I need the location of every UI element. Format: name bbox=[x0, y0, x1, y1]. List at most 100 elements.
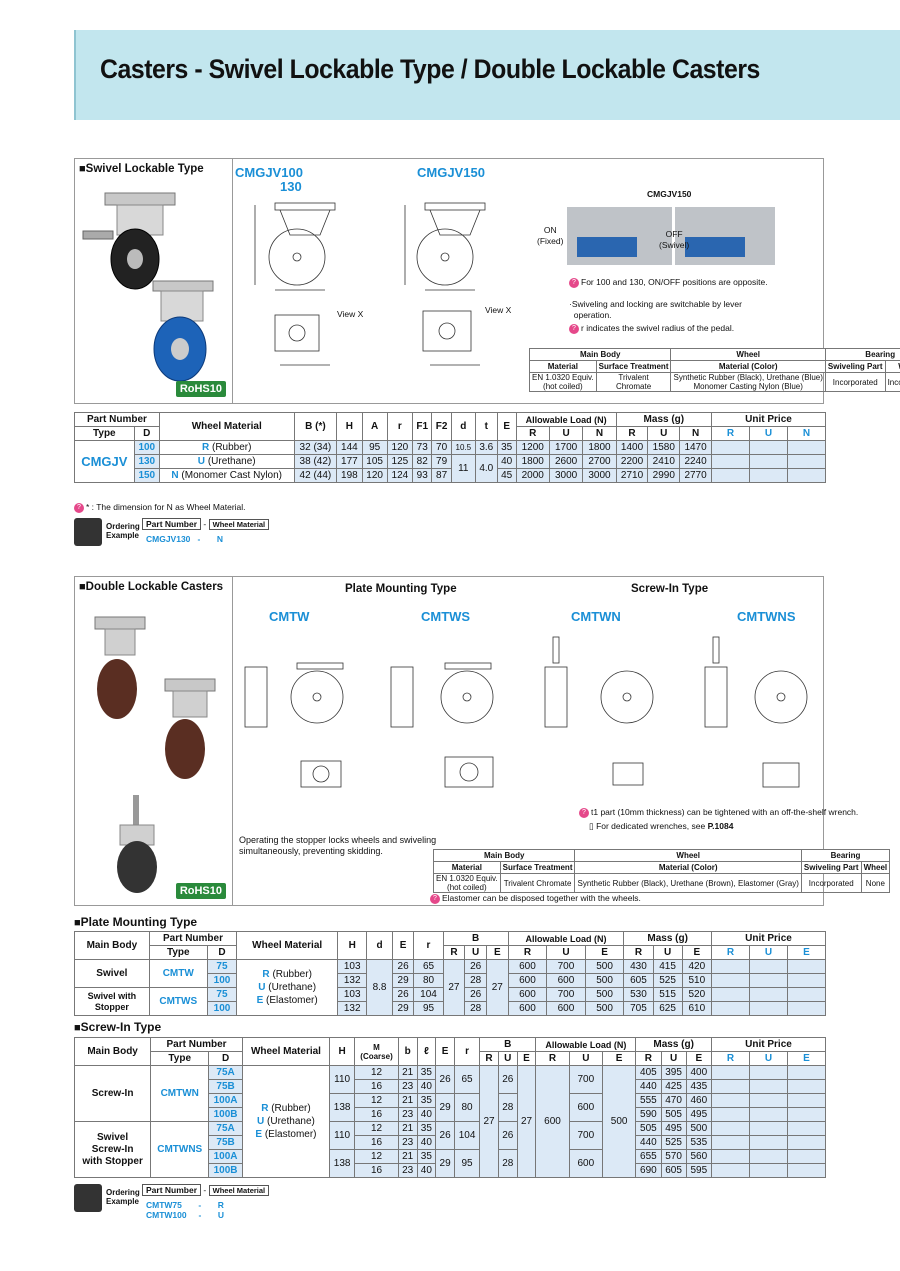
price-cell[interactable] bbox=[711, 1149, 750, 1164]
price-cell[interactable] bbox=[787, 1135, 826, 1150]
price-cell[interactable] bbox=[787, 1065, 826, 1080]
price-cell[interactable] bbox=[711, 1121, 750, 1136]
ord-ex-pn: CMGJV130 bbox=[146, 534, 191, 544]
cell: 2240 bbox=[679, 454, 712, 469]
rohs-badge-2: RoHS10 bbox=[175, 883, 226, 899]
price-cell[interactable] bbox=[749, 973, 788, 988]
h-t: t bbox=[474, 412, 498, 441]
note-wrench-page[interactable]: P.1084 bbox=[707, 821, 734, 831]
cell: 420 bbox=[681, 959, 713, 974]
price-cell[interactable] bbox=[711, 1135, 750, 1150]
price-cell[interactable] bbox=[711, 973, 750, 988]
cell: 26 bbox=[435, 1065, 455, 1094]
price-cell[interactable] bbox=[787, 1093, 826, 1108]
price-cell[interactable] bbox=[711, 440, 750, 455]
cell: 65 bbox=[453, 1065, 481, 1094]
price-cell[interactable] bbox=[787, 959, 826, 974]
cell: 29 bbox=[435, 1149, 455, 1178]
price-cell[interactable] bbox=[711, 454, 750, 469]
p-h-m-e: E bbox=[681, 945, 713, 960]
h-b: B (*) bbox=[293, 412, 338, 441]
cell: 45 bbox=[496, 468, 517, 483]
s-wm-e-txt: (Elastomer) bbox=[264, 1129, 317, 1140]
price-cell[interactable] bbox=[711, 468, 750, 483]
price-cell[interactable] bbox=[711, 1065, 750, 1080]
price-cell[interactable] bbox=[749, 1149, 788, 1164]
price-cell[interactable] bbox=[787, 973, 826, 988]
wm-u-text: (Urethane) bbox=[207, 456, 256, 467]
p-h-b: B bbox=[442, 931, 509, 946]
price-cell[interactable] bbox=[711, 987, 750, 1002]
s-h-l-e: E bbox=[601, 1051, 637, 1066]
section-label: Swivel Lockable Type bbox=[79, 163, 204, 175]
price-cell[interactable] bbox=[787, 1163, 826, 1178]
double-lockable-panel: Double Lockable Casters RoHS10 Plate Mou… bbox=[74, 576, 891, 906]
price-cell[interactable] bbox=[711, 1163, 750, 1178]
cell-d: 75B bbox=[208, 1079, 243, 1094]
cell: 73 bbox=[411, 440, 433, 455]
cell-e-shared: 40 bbox=[496, 454, 517, 469]
cell: 415 bbox=[652, 959, 683, 974]
model-cmtwn: CMTWN bbox=[571, 609, 621, 624]
price-cell[interactable] bbox=[787, 1001, 826, 1016]
price-cell[interactable] bbox=[711, 959, 750, 974]
ord2-ex1-dash: - bbox=[198, 1200, 202, 1210]
table-row: 130 U (Urethane) 38 (42) 177 105 125 82 … bbox=[74, 454, 826, 483]
cell-d: 100B bbox=[208, 1163, 243, 1178]
price-cell[interactable] bbox=[749, 1163, 788, 1178]
p-h-type: Type bbox=[148, 945, 208, 960]
h-price-n: N bbox=[787, 426, 826, 441]
price-cell[interactable] bbox=[749, 468, 788, 483]
price-cell[interactable] bbox=[749, 1135, 788, 1150]
price-cell[interactable] bbox=[749, 1001, 788, 1016]
s-wheel-materials: R (Rubber) U (Urethane) E (Elastomer) bbox=[241, 1065, 331, 1178]
price-cell[interactable] bbox=[787, 468, 826, 483]
section-label-2: Double Lockable Casters bbox=[79, 581, 223, 593]
price-cell[interactable] bbox=[749, 959, 788, 974]
price-cell[interactable] bbox=[787, 1121, 826, 1136]
s-h-b-u: U bbox=[497, 1051, 518, 1066]
page-title: Casters - Swivel Lockable Type / Double … bbox=[100, 54, 760, 84]
cell: 1200 bbox=[515, 440, 550, 455]
cell: 110 bbox=[329, 1121, 356, 1150]
note-radius: ?r indicates the swivel radius of the pe… bbox=[569, 323, 734, 334]
price-cell[interactable] bbox=[711, 1079, 750, 1094]
cell: 103 bbox=[337, 987, 368, 1002]
mat-bear1: Incorporated bbox=[824, 372, 886, 392]
model-label-cmgjv150: CMGJV150 bbox=[417, 165, 485, 180]
cell: 530 bbox=[623, 987, 654, 1002]
price-cell[interactable] bbox=[787, 440, 826, 455]
price-cell[interactable] bbox=[787, 1149, 826, 1164]
price-cell[interactable] bbox=[749, 440, 788, 455]
s-h-load: Allowable Load (N) bbox=[535, 1037, 637, 1052]
cell: 125 bbox=[386, 454, 414, 469]
cell: 21 bbox=[397, 1121, 418, 1136]
tip-icon: ? bbox=[430, 893, 440, 904]
price-cell[interactable] bbox=[711, 1093, 750, 1108]
price-cell[interactable] bbox=[787, 987, 826, 1002]
p-h-p-e: E bbox=[787, 945, 826, 960]
cell: 605 bbox=[660, 1163, 687, 1178]
footnote-s1: ?* : The dimension for N as Wheel Materi… bbox=[74, 502, 246, 513]
s-h-h: H bbox=[329, 1037, 356, 1066]
price-cell[interactable] bbox=[711, 1107, 750, 1122]
price-cell[interactable] bbox=[711, 1001, 750, 1016]
cell: 105 bbox=[361, 454, 388, 469]
price-cell[interactable] bbox=[749, 1121, 788, 1136]
price-cell[interactable] bbox=[749, 1107, 788, 1122]
price-cell[interactable] bbox=[749, 1065, 788, 1080]
price-cell[interactable] bbox=[749, 1079, 788, 1094]
ord-dash: - bbox=[203, 519, 207, 529]
price-cell[interactable] bbox=[749, 454, 788, 469]
price-cell[interactable] bbox=[787, 454, 826, 469]
cell: 440 bbox=[635, 1135, 662, 1150]
price-cell[interactable] bbox=[749, 987, 788, 1002]
price-cell[interactable] bbox=[787, 1079, 826, 1094]
h-part-number: Part Number bbox=[74, 412, 160, 427]
cell: 600 bbox=[507, 973, 548, 988]
cell: 35 bbox=[416, 1093, 437, 1108]
price-cell[interactable] bbox=[749, 1093, 788, 1108]
price-cell[interactable] bbox=[787, 1107, 826, 1122]
s-type-cmtwn: CMTWN bbox=[150, 1065, 210, 1122]
